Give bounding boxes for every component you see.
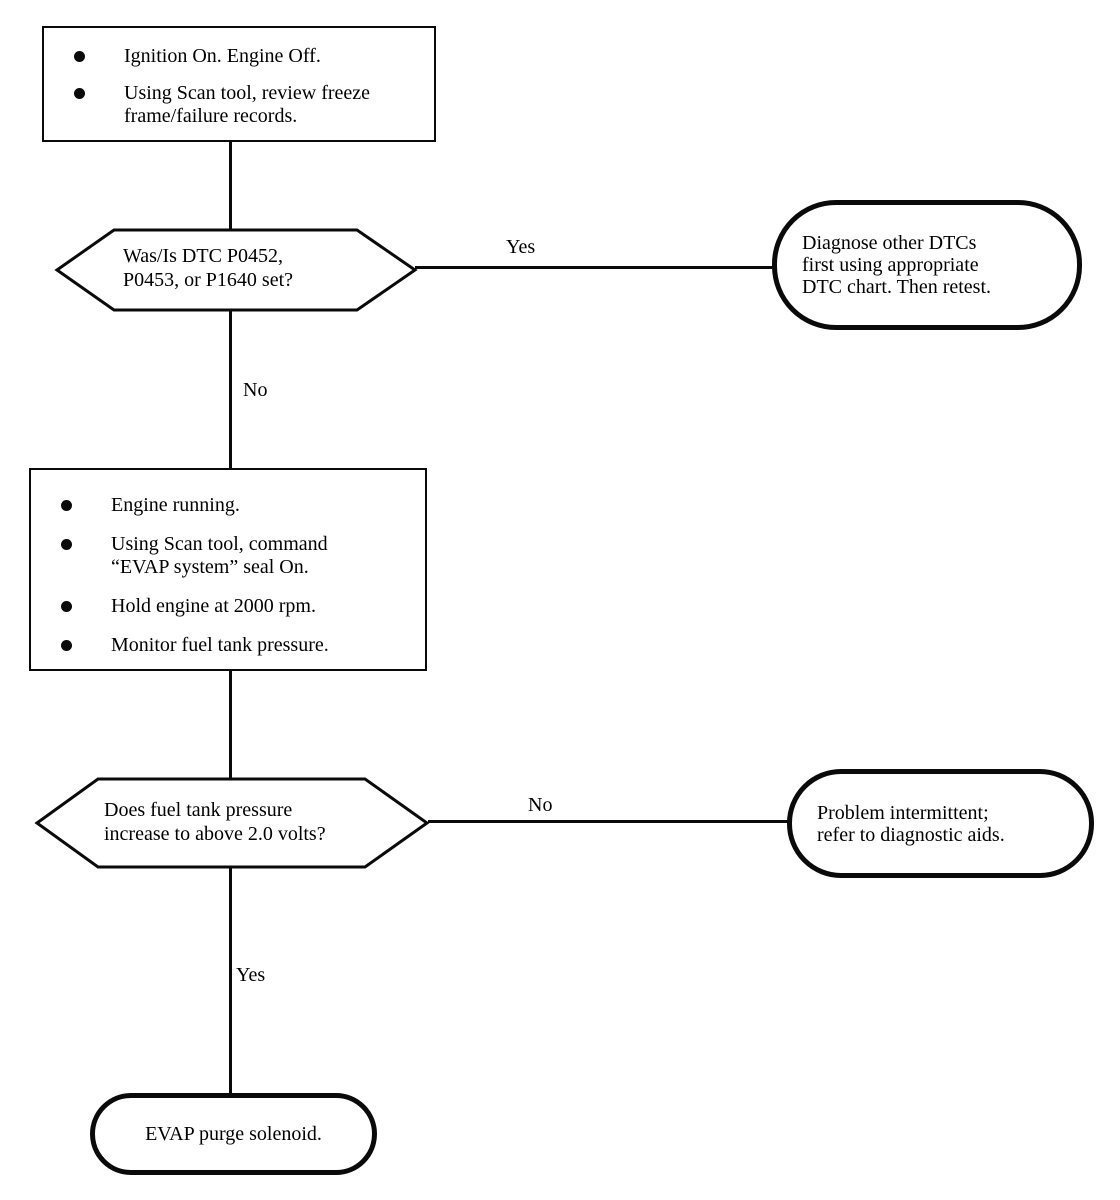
decision-text-line: Does fuel tank pressure <box>104 799 293 821</box>
bullet-text-line: Using Scan tool, command <box>111 533 328 555</box>
bullet-text-line: frame/failure records. <box>124 105 298 127</box>
terminal-diagnose-other-dtcs: Diagnose other DTCs first using appropri… <box>772 200 1082 330</box>
bullet-text-line: “EVAP system” seal On. <box>111 556 309 578</box>
bullet-icon <box>74 51 85 62</box>
process-box-step1: Ignition On. Engine Off. Using Scan tool… <box>42 26 436 142</box>
edge-label-yes: Yes <box>236 964 266 986</box>
connector-decision1-yes <box>415 266 773 269</box>
list-item: Hold engine at 2000 rpm. <box>61 595 415 618</box>
list-item: Using Scan tool, command “EVAP system” s… <box>61 533 415 579</box>
bullet-list: Ignition On. Engine Off. Using Scan tool… <box>44 28 434 128</box>
bullet-text-line: Monitor fuel tank pressure. <box>111 634 329 656</box>
list-item: Using Scan tool, review freeze frame/fai… <box>74 82 424 128</box>
bullet-icon <box>61 601 72 612</box>
list-item: Ignition On. Engine Off. <box>74 45 424 68</box>
bullet-icon <box>61 500 72 511</box>
edge-label-no: No <box>243 379 268 401</box>
decision2-hexagon <box>34 777 430 869</box>
bullet-icon <box>74 88 85 99</box>
terminal-text: Problem intermittent; refer to diagnosti… <box>817 802 1005 846</box>
list-item: Engine running. <box>61 494 415 517</box>
connector-decision2-no <box>428 820 788 823</box>
terminal-text-line: EVAP purge solenoid. <box>145 1123 322 1145</box>
decision-text-line: increase to above 2.0 volts? <box>104 823 326 845</box>
terminal-problem-intermittent: Problem intermittent; refer to diagnosti… <box>787 769 1094 878</box>
bullet-text-line: Engine running. <box>111 494 240 516</box>
terminal-text: Diagnose other DTCs first using appropri… <box>802 232 991 298</box>
terminal-text-line: first using appropriate <box>802 254 979 276</box>
connector-decision2-yes <box>229 866 232 1096</box>
bullet-text-line: Hold engine at 2000 rpm. <box>111 595 316 617</box>
edge-label-yes: Yes <box>506 236 536 258</box>
bullet-text-line: Ignition On. Engine Off. <box>124 45 321 67</box>
bullet-list: Engine running. Using Scan tool, command… <box>31 470 425 657</box>
terminal-text-line: Diagnose other DTCs <box>802 232 977 254</box>
terminal-evap-purge-solenoid: EVAP purge solenoid. <box>90 1093 377 1175</box>
bullet-icon <box>61 539 72 550</box>
connector-step2-to-decision2 <box>229 670 232 780</box>
edge-label-no: No <box>528 794 553 816</box>
terminal-text-line: refer to diagnostic aids. <box>817 823 1005 846</box>
bullet-text-line: Using Scan tool, review freeze <box>124 82 371 104</box>
connector-decision1-no <box>229 308 232 469</box>
hexagon-shape <box>34 777 430 869</box>
terminal-text-line: DTC chart. Then retest. <box>802 276 992 298</box>
hexagon-shape <box>54 228 418 312</box>
decision-text-line: P0453, or P1640 set? <box>123 269 293 291</box>
process-box-step2: Engine running. Using Scan tool, command… <box>29 468 427 671</box>
bullet-icon <box>61 640 72 651</box>
connector-step1-to-decision1 <box>229 142 232 232</box>
decision1-hexagon <box>54 228 418 312</box>
terminal-text-line: Problem intermittent; <box>817 801 989 824</box>
decision-text-line: Was/Is DTC P0452, <box>123 245 284 267</box>
decision1-text: Was/Is DTC P0452, P0453, or P1640 set? <box>123 244 293 292</box>
terminal-text: EVAP purge solenoid. <box>145 1123 322 1145</box>
list-item: Monitor fuel tank pressure. <box>61 634 415 657</box>
decision2-text: Does fuel tank pressure increase to abov… <box>104 798 326 846</box>
